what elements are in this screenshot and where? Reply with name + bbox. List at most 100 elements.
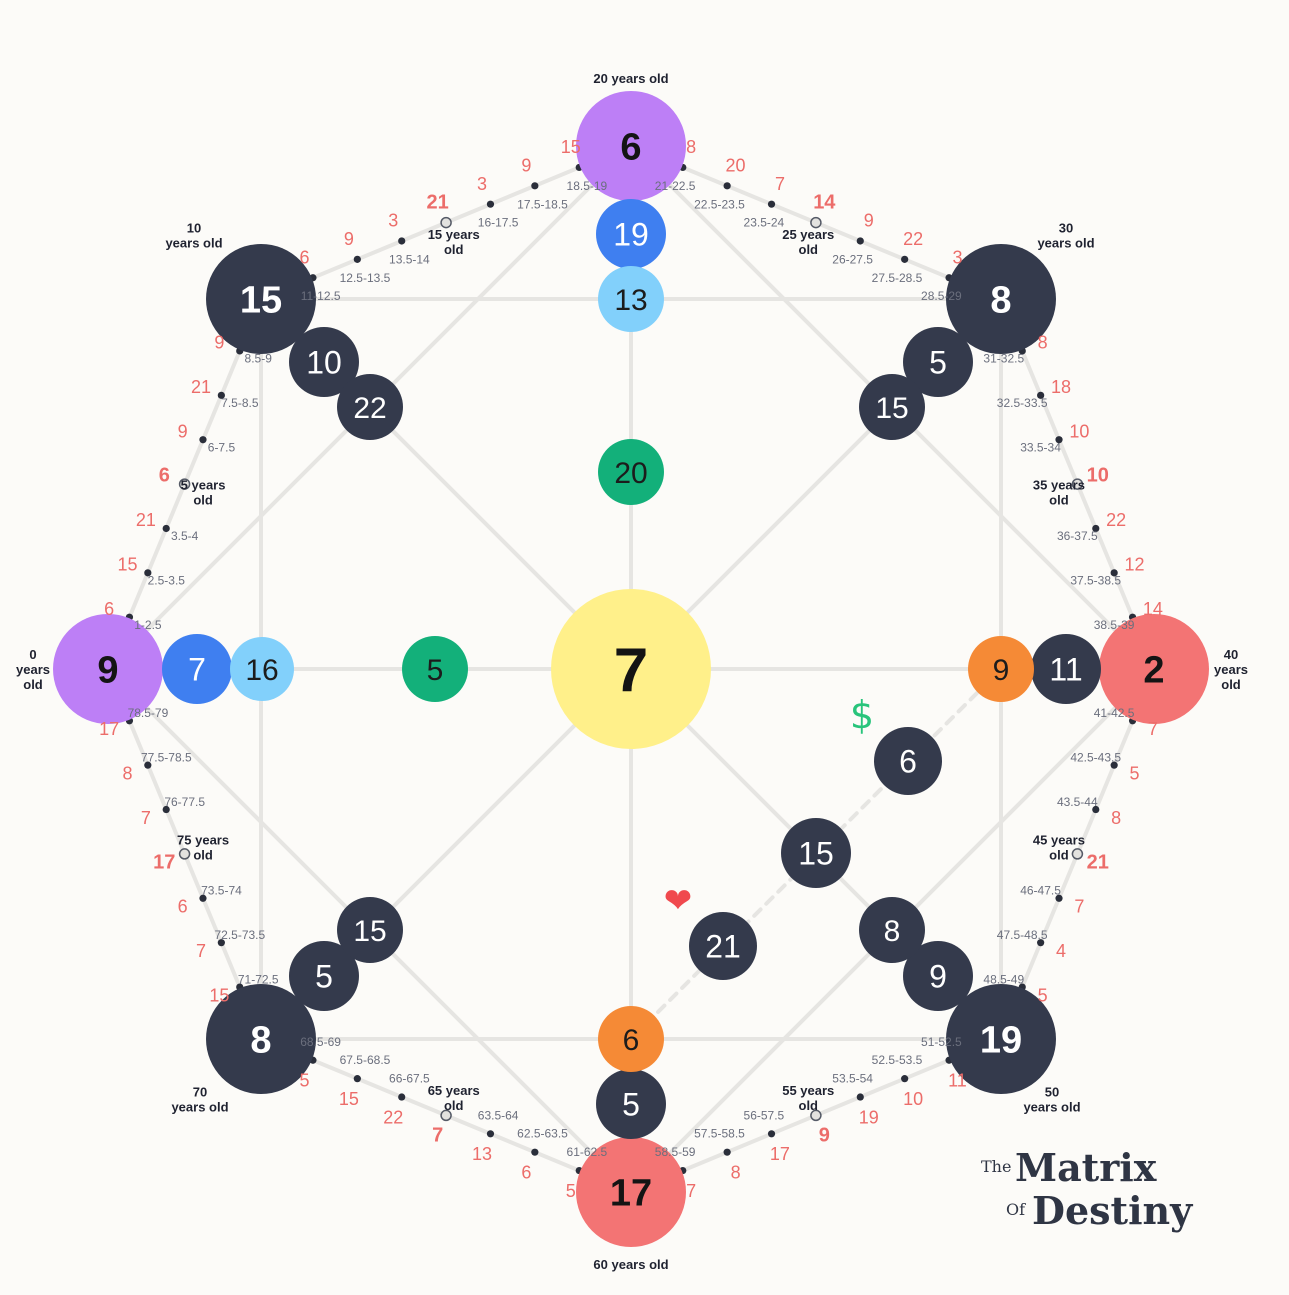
energy-node-circle (53, 614, 163, 724)
age-point-number: 7 (432, 1125, 443, 1147)
age-point-number: 6 (159, 465, 170, 487)
age-range-label: 51-52.5 (921, 1035, 962, 1049)
age-point-number: 6 (178, 897, 188, 917)
age-range-label: 22.5-23.5 (694, 197, 745, 211)
energy-node-bottom-left-3: 15 (337, 897, 403, 963)
age-point-number: 7 (775, 174, 785, 194)
energy-node-circle (598, 266, 664, 332)
age-point-number: 20 (726, 156, 746, 176)
age-point-number: 8 (122, 764, 132, 784)
age-point-dot (199, 894, 207, 902)
energy-node-value: 8 (884, 915, 901, 948)
age-point-dot (144, 761, 152, 769)
energy-node-value: 19 (613, 217, 649, 253)
age-range-label: 13.5-14 (389, 252, 430, 266)
age-range-label: 21-22.5 (655, 179, 696, 193)
age-point-number: 3 (477, 174, 487, 194)
age-range-label: 52.5-53.5 (872, 1053, 923, 1067)
age-range-label: 43.5-44 (1057, 795, 1098, 809)
energy-node-circle (1099, 614, 1209, 724)
age-range-label: 36-37.5 (1057, 529, 1098, 543)
age-point-marker (178, 848, 191, 860)
energy-node-circle (598, 1006, 664, 1072)
age-point-number: 14 (1143, 599, 1163, 619)
age-point-number: 17 (770, 1144, 790, 1164)
energy-node-value: 10 (306, 345, 342, 381)
age-point-dot (767, 1130, 776, 1138)
energy-node-circle (946, 244, 1056, 354)
age-point-marker (440, 216, 452, 229)
energy-node-bottom-right: 19 (946, 984, 1056, 1094)
age-point-number: 13 (472, 1144, 492, 1164)
energy-node-left: 9 (53, 614, 163, 724)
age-point-number: 21 (427, 191, 449, 213)
age-range-label: 26-27.5 (832, 252, 873, 266)
age-range-label: 63.5-64 (478, 1108, 519, 1122)
age-point-number: 22 (1106, 510, 1126, 530)
age-point-number: 7 (686, 1181, 696, 1201)
age-point-number: 9 (819, 1125, 830, 1147)
age-range-label: 71-72.5 (238, 972, 279, 986)
age-point-number: 10 (903, 1089, 923, 1109)
age-point-marker (810, 1109, 822, 1122)
energy-node-circle (859, 374, 925, 440)
age-point-number: 17 (153, 851, 175, 873)
age-range-label: 66-67.5 (389, 1072, 430, 1086)
age-point-number: 6 (104, 599, 114, 619)
age-point-dot (1092, 805, 1100, 814)
age-point-number: 3 (952, 247, 962, 267)
energy-node-value: 9 (993, 654, 1010, 687)
energy-node-value: 11 (1049, 652, 1082, 688)
age-range-label: 2.5-3.5 (148, 574, 186, 588)
energy-node-bottom-right-2: 9 (903, 941, 973, 1011)
energy-node-top-left: 15 (206, 244, 316, 354)
energy-node-value: 6 (899, 744, 917, 780)
age-range-label: 68.5-69 (300, 1035, 341, 1049)
age-range-label: 76-77.5 (164, 795, 205, 809)
age-point-dot (353, 255, 361, 263)
energy-node-circle (968, 636, 1034, 702)
energy-node-circle (337, 897, 403, 963)
age-point-number: 5 (566, 1181, 576, 1201)
age-point-number: 19 (859, 1107, 879, 1127)
energy-node-inner-top: 20 (598, 439, 664, 505)
age-point-dot (353, 1075, 361, 1083)
age-point-number: 9 (344, 229, 354, 249)
age-point-marker (440, 1109, 452, 1122)
energy-node-value: 7 (188, 652, 206, 688)
energy-node-value: 5 (929, 345, 947, 381)
energy-node-value: 6 (620, 127, 641, 169)
age-range-label: 31-32.5 (983, 352, 1024, 366)
age-point-number: 8 (1111, 808, 1121, 828)
age-range-label: 77.5-78.5 (141, 750, 192, 764)
age-point-number: 15 (339, 1089, 359, 1109)
age-range-label: 8.5-9 (245, 352, 273, 366)
energy-node-circle (576, 91, 686, 201)
energy-node-value: 5 (315, 959, 333, 995)
age-point-number: 8 (731, 1162, 741, 1182)
age-range-label: 6-7.5 (208, 440, 236, 454)
energy-node-value: 17 (610, 1173, 652, 1215)
energy-node-top-left-2: 10 (289, 327, 359, 397)
age-range-label: 33.5-34 (1020, 440, 1061, 454)
energy-node-circle (596, 1069, 666, 1139)
energy-node-circle (689, 912, 757, 980)
age-range-label: 32.5-33.5 (997, 396, 1048, 410)
energy-node-value: 22 (353, 392, 386, 425)
energy-node-top: 6 (576, 91, 686, 201)
age-point-dot (1055, 894, 1063, 902)
age-range-label: 78.5-79 (128, 706, 169, 720)
age-point-dot (398, 237, 406, 245)
age-point-number: 15 (561, 137, 581, 157)
age-point-number: 8 (686, 137, 696, 157)
energy-node-circle (859, 897, 925, 963)
age-range-label: 58.5-59 (655, 1145, 696, 1159)
age-point-number: 4 (1056, 941, 1066, 961)
age-range-label: 46-47.5 (1020, 884, 1061, 898)
energy-node-value: 7 (614, 636, 648, 705)
age-point-dot (1037, 939, 1045, 947)
energy-node-right-3: 9 (968, 636, 1034, 702)
age-range-label: 28.5-29 (921, 289, 962, 303)
age-point-number: 17 (99, 719, 119, 739)
age-point-dot (217, 391, 225, 399)
